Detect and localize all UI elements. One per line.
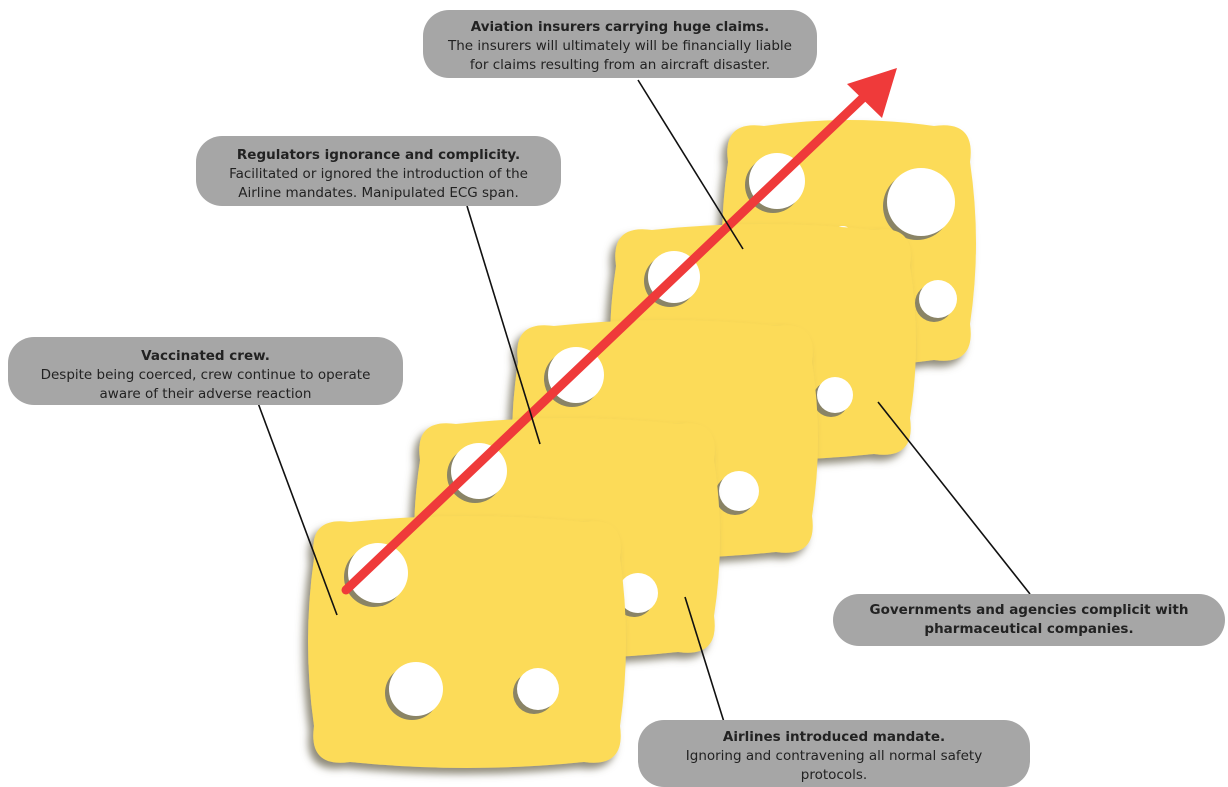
cheese-hole (348, 543, 408, 603)
label-airlines-title: Airlines introduced mandate. (722, 729, 946, 745)
label-airlines-body: Ignoring and contravening all normal saf… (685, 748, 983, 783)
label-aviation-body: The insurers will ultimately will be fin… (448, 38, 792, 73)
cheese-slice-1 (308, 516, 626, 768)
label-governments: Governments and agencies complicit with … (833, 594, 1225, 646)
label-aviation-insurers: Aviation insurers carrying huge claims. … (423, 10, 817, 78)
leader-crew (257, 402, 338, 616)
label-crew-title: Vaccinated crew. (141, 348, 270, 364)
cheese-hole (887, 168, 955, 236)
label-regulators: Regulators ignorance and complicity. Fac… (196, 136, 561, 206)
cheese-hole (719, 471, 759, 511)
label-crew-body: Despite being coerced, crew continue to … (40, 367, 371, 402)
leader-regulators (466, 205, 541, 445)
hazard-arrow-shaft (341, 88, 873, 595)
cheese-hole (817, 377, 853, 413)
label-regulators-body: Facilitated or ignored the introduction … (229, 166, 528, 201)
cheese-hole (517, 668, 559, 710)
label-vaccinated-crew: Vaccinated crew. Despite being coerced, … (8, 337, 403, 405)
hazard-arrow-head (847, 68, 897, 118)
cheese-hole (389, 662, 443, 716)
leader-aviation (637, 79, 744, 250)
cheese-hole (919, 280, 957, 318)
cheese-hole (618, 573, 658, 613)
label-airlines-mandate: Airlines introduced mandate. Ignoring an… (638, 720, 1030, 787)
label-aviation-title: Aviation insurers carrying huge claims. (470, 19, 770, 35)
leader-airlines (684, 596, 725, 723)
cheese-hole (451, 443, 507, 499)
label-governments-title: Governments and agencies complicit with … (869, 602, 1189, 637)
label-regulators-title: Regulators ignorance and complicity. (236, 147, 521, 163)
leader-governments (877, 401, 1031, 595)
